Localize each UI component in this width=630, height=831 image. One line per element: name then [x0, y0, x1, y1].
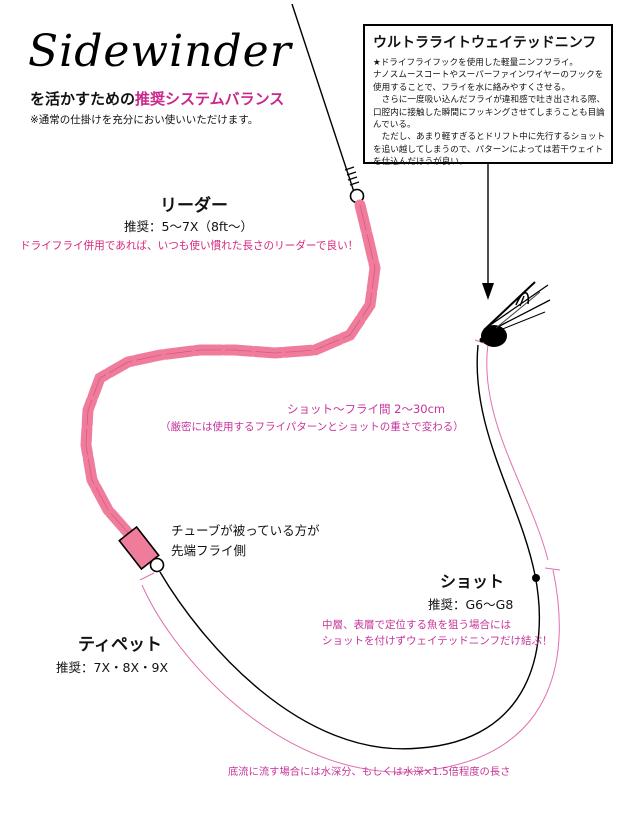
- tube-label-line1: チューブが被っている方が: [171, 523, 320, 538]
- shot-spec: 推奨：G6〜G8: [428, 597, 514, 612]
- fly-line: [291, 3, 355, 193]
- tippet-guide: [141, 569, 560, 773]
- leader-spec: 推奨：5〜7X（8ft〜）: [124, 219, 254, 234]
- subtitle-highlight: 推奨システムバランス: [135, 90, 285, 108]
- leader-tube: [80, 199, 381, 541]
- shot-note-line2: ショットを付けずウェイテッドニンフだけ結ぶ！: [322, 635, 553, 647]
- tippet-label: ティペット: [78, 635, 162, 655]
- page-title: Sidewinder: [28, 26, 292, 77]
- tippet-spec: 推奨：7X・8X・9X: [56, 660, 169, 675]
- info-line: を追い越してしまうので、パターンによっては若干ウェイト: [373, 144, 604, 155]
- shot-fly-guide: [486, 343, 549, 561]
- tube-box: [118, 525, 160, 571]
- bottom-note: 底流に流す場合には水深分、もしくは水深×1.5倍程度の長さ: [228, 766, 511, 778]
- info-box-title: ウルトラライトウェイテッドニンフ: [373, 35, 597, 51]
- info-line: ナノスムースコートやスーパーファインワイヤーのフックを: [373, 70, 604, 81]
- info-box: ウルトラライトウェイテッドニンフ ★ドライフライフックを使用した軽量ニンフフライ…: [363, 24, 613, 167]
- leader-note: ドライフライ併用であれば、いつも使い慣れた長さのリーダーで良い！: [20, 240, 359, 252]
- info-line: を仕込んだほうが良い。: [373, 157, 468, 168]
- shot-distance-label: ショット〜フライ間 2〜30cm: [287, 402, 446, 416]
- leader-core: [85, 204, 376, 536]
- swivel-ring-bottom: [149, 557, 165, 573]
- info-line: ただし、あまり軽すぎるとドリフト中に先行するショット: [373, 132, 606, 143]
- info-line: さらに一度吸い込んだフライが違和感で吐き出される際、: [373, 95, 606, 106]
- shot-note-line1: 中層、表層で定位する魚を狙う場合には: [322, 619, 511, 631]
- knot-wraps: [344, 166, 360, 186]
- tube-label-line2: 先端フライ側: [171, 543, 247, 558]
- page-subtitle: を活かすための推奨システムバランス: [30, 88, 284, 109]
- subtitle-prefix: を活かすための: [30, 90, 136, 108]
- tippet-line: [159, 344, 541, 750]
- info-line: ★ドライフライフックを使用した軽量ニンフフライ。: [373, 58, 578, 68]
- fly-icon: [479, 281, 551, 347]
- leader-label: リーダー: [160, 196, 228, 216]
- usage-note: ※通常の仕掛けを充分におい使いいただけます。: [30, 114, 259, 126]
- shot-label: ショット: [440, 572, 505, 591]
- info-line: んでいる。: [373, 120, 416, 131]
- info-line: 口腔内に接触した瞬間にフッキングさせてしまうことも目論: [373, 107, 605, 118]
- shot-distance-note: （厳密には使用するフライパターンとショットの重さで変わる）: [160, 421, 464, 433]
- info-line: 使用することで、フライを水に絡みやすくさせる。: [373, 82, 571, 93]
- shot-weight: [532, 574, 540, 582]
